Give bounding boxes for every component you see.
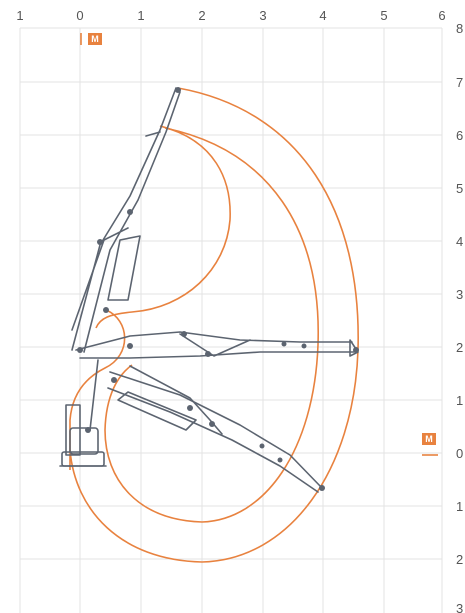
right-m-badge-box: [422, 433, 436, 445]
y-tick-label: 8: [456, 21, 463, 36]
y-tick-label: 6: [456, 128, 463, 143]
boom-vertical-arm: [71, 227, 129, 331]
boom-diagonal-arm: [117, 391, 197, 431]
inner-reach-curve: [95, 125, 231, 329]
y-tick-label: 4: [456, 234, 463, 249]
top-m-badge: M: [88, 33, 102, 45]
middle-reach-curve: [104, 127, 319, 523]
joint: [209, 421, 215, 427]
y-tick-label: 2: [456, 340, 463, 355]
joint: [281, 341, 287, 347]
right-m-badge-label: M: [425, 434, 433, 444]
boom-vertical-section: [145, 131, 161, 137]
x-tick-label: 3: [259, 8, 266, 23]
joint: [301, 343, 307, 349]
joint: [85, 427, 91, 433]
column-cylinder: [89, 359, 99, 431]
reach-envelope: [69, 33, 438, 563]
joint: [111, 377, 117, 383]
grid: [19, 27, 443, 613]
joint: [319, 485, 325, 491]
joint: [277, 457, 283, 463]
x-tick-label: 1: [137, 8, 144, 23]
boom-diagonal-inner: [107, 387, 319, 493]
joint: [181, 331, 187, 337]
x-tick-label: 2: [198, 8, 205, 23]
boom-vertical-cylinder: [107, 235, 141, 301]
y-tick-label: 2: [456, 552, 463, 567]
boom-horizontal-tip: [349, 339, 359, 357]
boom-diagonal-outer: [109, 371, 323, 489]
y-tick-label: 5: [456, 181, 463, 196]
joint: [187, 405, 193, 411]
joint: [175, 87, 181, 93]
joint: [353, 347, 359, 353]
joint: [127, 209, 133, 215]
y-tick-label: 0: [456, 446, 463, 461]
y-tick-label: 7: [456, 75, 463, 90]
boom-vertical-inner: [83, 91, 181, 353]
joint: [97, 239, 103, 245]
joint: [127, 343, 133, 349]
y-tick-label: 1: [456, 393, 463, 408]
joint: [103, 307, 109, 313]
crane-silhouette: [59, 87, 359, 493]
x-tick-label: 1: [16, 8, 23, 23]
outer-reach-curve: [69, 87, 359, 563]
boom-horizontal-cylinder: [179, 333, 251, 357]
right-m-badge: M: [422, 433, 436, 445]
top-m-badge-label: M: [91, 34, 99, 44]
x-tick-label: 6: [438, 8, 445, 23]
joint: [259, 443, 265, 449]
boom-horizontal-inner: [79, 351, 355, 359]
y-tick-label: 3: [456, 287, 463, 302]
crane-column: [65, 404, 81, 456]
x-tick-label: 0: [76, 8, 83, 23]
top-m-badge-box: [88, 33, 102, 45]
boom-vertical-outer: [71, 87, 177, 351]
joint: [205, 351, 211, 357]
crane-slew-housing: [69, 427, 99, 455]
boom-diagonal-cylinder: [129, 365, 223, 435]
x-tick-label: 4: [319, 8, 326, 23]
y-tick-label: 3: [456, 601, 463, 613]
y-tick-label: 1: [456, 499, 463, 514]
x-tick-label: 5: [380, 8, 387, 23]
joint: [77, 347, 83, 353]
boom-horizontal-outer: [75, 331, 353, 351]
